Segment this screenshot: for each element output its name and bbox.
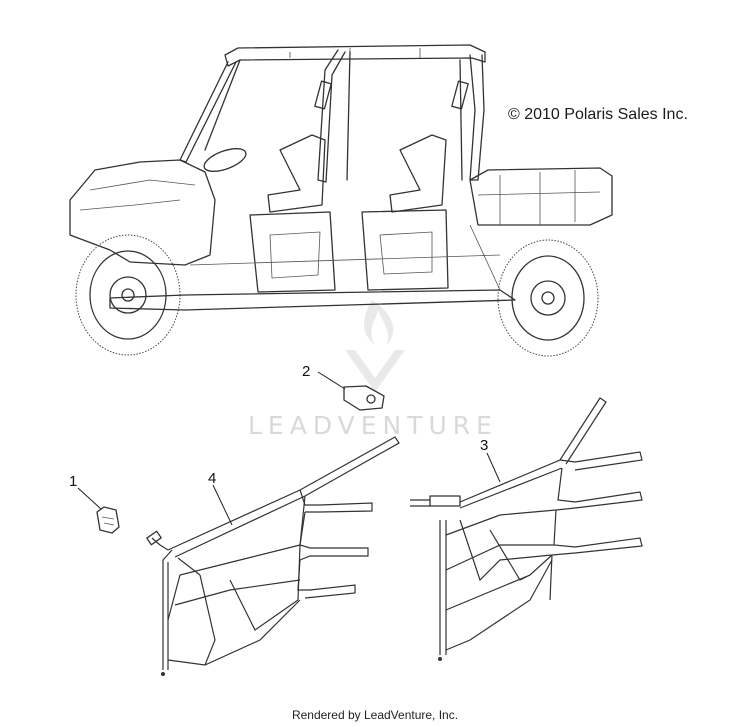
part-1-clip bbox=[77, 487, 120, 534]
watermark-text: LEADVENTURE bbox=[248, 411, 498, 440]
callout-2: 2 bbox=[302, 363, 311, 380]
footer-credit: Rendered by LeadVenture, Inc. bbox=[291, 708, 459, 722]
callout-4: 4 bbox=[208, 470, 217, 487]
vehicle-illustration bbox=[69, 44, 613, 357]
part-2-bracket bbox=[317, 371, 385, 411]
callout-3: 3 bbox=[480, 437, 489, 454]
callout-1: 1 bbox=[69, 473, 78, 490]
part-4-left-door-frame bbox=[146, 436, 400, 676]
part-3-right-door-frame bbox=[410, 397, 643, 661]
copyright-notice: © 2010 Polaris Sales Inc. bbox=[508, 106, 688, 123]
watermark-logo bbox=[345, 300, 405, 392]
